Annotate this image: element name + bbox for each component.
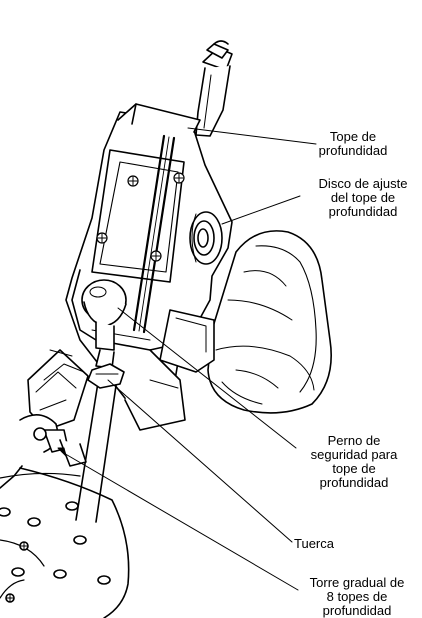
depth-stop-turret [19,349,89,467]
depth-stop-rod [195,40,233,137]
router-handle [207,230,332,414]
lower-bracket [124,309,215,431]
router-base-plate [0,465,130,618]
leader-nut [107,379,293,543]
leader-lines [57,127,317,591]
leader-depth-stop [187,127,317,145]
depth-stop-lock-bolt [81,279,127,369]
depth-stop-adjustment-knob [189,211,223,265]
label-depth-stop-lock-bolt: Perno de seguridad para tope de profundi… [310,433,398,490]
label-depth-stop: Tope de profundidad [318,129,388,158]
label-depth-stop-turret: Torre gradual de 8 topes de profundidad [309,575,405,618]
nut [87,363,125,389]
leader-turret [61,451,299,591]
leader-lock-bolt [117,307,297,449]
label-depth-stop-adjust-knob: Disco de ajuste del tope de profundidad [318,176,408,219]
housing-screws [96,172,185,262]
leader-adjust-knob [221,195,301,225]
label-nut: Tuerca [294,536,334,551]
